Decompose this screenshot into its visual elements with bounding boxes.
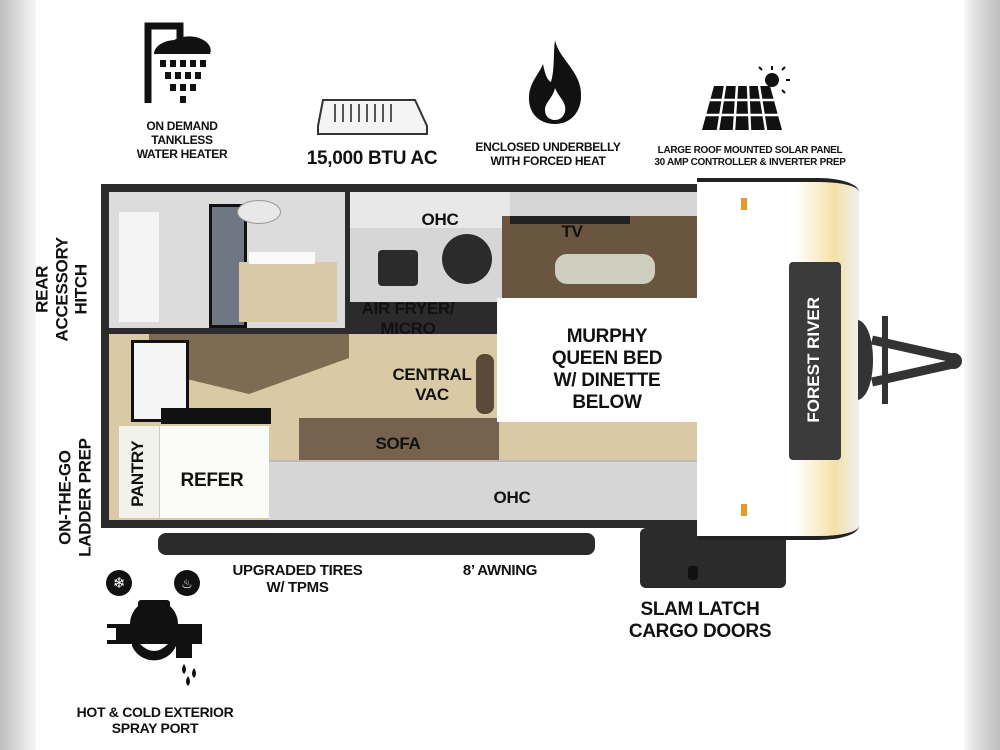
trailer-body — [101, 184, 701, 528]
murphy-bed — [497, 298, 699, 422]
label-line: HITCH — [71, 264, 91, 315]
tires-label: UPGRADED TIRES W/ TPMS — [215, 562, 380, 597]
hitch-icon — [858, 316, 962, 404]
label-line: ON DEMAND — [146, 119, 218, 133]
label-line: W/ TPMS — [266, 579, 329, 597]
murphy-bed-label: MURPHY QUEEN BED W/ DINETTE BELOW — [537, 326, 677, 413]
central-vac-label: CENTRAL VAC — [387, 365, 477, 404]
label-line: REAR — [32, 265, 52, 313]
front-cap: FOREST RIVER — [697, 178, 859, 540]
kitchen-area — [350, 192, 699, 302]
svg-text:❄: ❄ — [113, 575, 126, 592]
label-line: BELOW — [572, 391, 642, 413]
label-line: ACCESSORY — [52, 237, 72, 342]
underbelly-label: ENCLOSED UNDERBELLY WITH FORCED HEAT — [468, 140, 628, 169]
ohc-bottom-label: OHC — [493, 488, 531, 507]
flame-icon — [528, 40, 582, 124]
sofa-label: SOFA — [375, 434, 421, 453]
solar-label: LARGE ROOF MOUNTED SOLAR PANEL 30 AMP CO… — [640, 145, 860, 168]
cargo-doors-label: SLAM LATCH CARGO DOORS — [610, 599, 790, 643]
ladder-label: ON-THE-GO LADDER PREP — [55, 423, 94, 573]
water-heater-label: ON DEMAND TANKLESS WATER HEATER — [122, 119, 242, 161]
rear-hitch-label: REAR ACCESSORY HITCH — [33, 229, 92, 349]
label-line: MICRO — [380, 318, 436, 338]
label-line: W/ DINETTE — [553, 369, 661, 391]
label-line: CENTRAL — [392, 365, 472, 384]
label-line: TANKLESS — [151, 132, 213, 147]
label-line: MURPHY — [566, 326, 648, 347]
svg-text:♨: ♨ — [181, 576, 193, 591]
label-line: 30 AMP CONTROLLER & INVERTER PREP — [654, 156, 846, 168]
ohc-bottom — [269, 460, 699, 520]
ac-label: 15,000 BTU AC — [306, 148, 438, 169]
main-living-area — [109, 334, 699, 520]
label-line: QUEEN BED — [551, 347, 663, 369]
pantry-label: PANTRY — [128, 440, 148, 507]
label-line: VAC — [415, 384, 449, 404]
label-line: HOT & COLD EXTERIOR — [76, 704, 234, 720]
label-line: UPGRADED TIRES — [232, 562, 363, 579]
cargo-latch — [688, 566, 698, 580]
label-line: SLAM LATCH — [640, 599, 760, 620]
tv-label: TV — [561, 222, 583, 241]
right-blur-edge — [964, 0, 1000, 750]
label-line: ENCLOSED UNDERBELLY — [475, 140, 621, 154]
label-line: LADDER PREP — [75, 438, 94, 557]
sofa — [299, 418, 499, 462]
label-line: LARGE ROOF MOUNTED SOLAR PANEL — [657, 145, 843, 156]
shower-icon — [144, 22, 211, 103]
solar-panel-icon — [702, 66, 790, 131]
ac-unit-icon — [317, 99, 428, 135]
ohc-top-label: OHC — [421, 210, 459, 229]
bathroom — [109, 192, 345, 328]
awning-label: 8’ AWNING — [462, 562, 538, 579]
brand-logo: FOREST RIVER — [804, 296, 824, 423]
label-line: AIR FRYER/ — [361, 299, 455, 318]
label-line: WITH FORCED HEAT — [490, 153, 606, 168]
left-blur-edge — [0, 0, 36, 750]
faucet-icon: ❄ ♨ — [106, 570, 202, 686]
label-line: ON-THE-GO — [55, 450, 75, 545]
brand-badge: FOREST RIVER — [789, 262, 841, 460]
label-line: WATER HEATER — [136, 146, 228, 161]
central-vac-footprint — [476, 354, 494, 414]
label-line: SPRAY PORT — [111, 720, 199, 737]
spray-port-label: HOT & COLD EXTERIOR SPRAY PORT — [60, 704, 250, 736]
label-line: CARGO DOORS — [628, 620, 772, 642]
pantry-block — [119, 426, 160, 518]
refer-label: REFER — [180, 470, 244, 491]
tires-awning-bar — [158, 533, 595, 555]
air-fryer-label: AIR FRYER/ MICRO — [348, 299, 468, 338]
